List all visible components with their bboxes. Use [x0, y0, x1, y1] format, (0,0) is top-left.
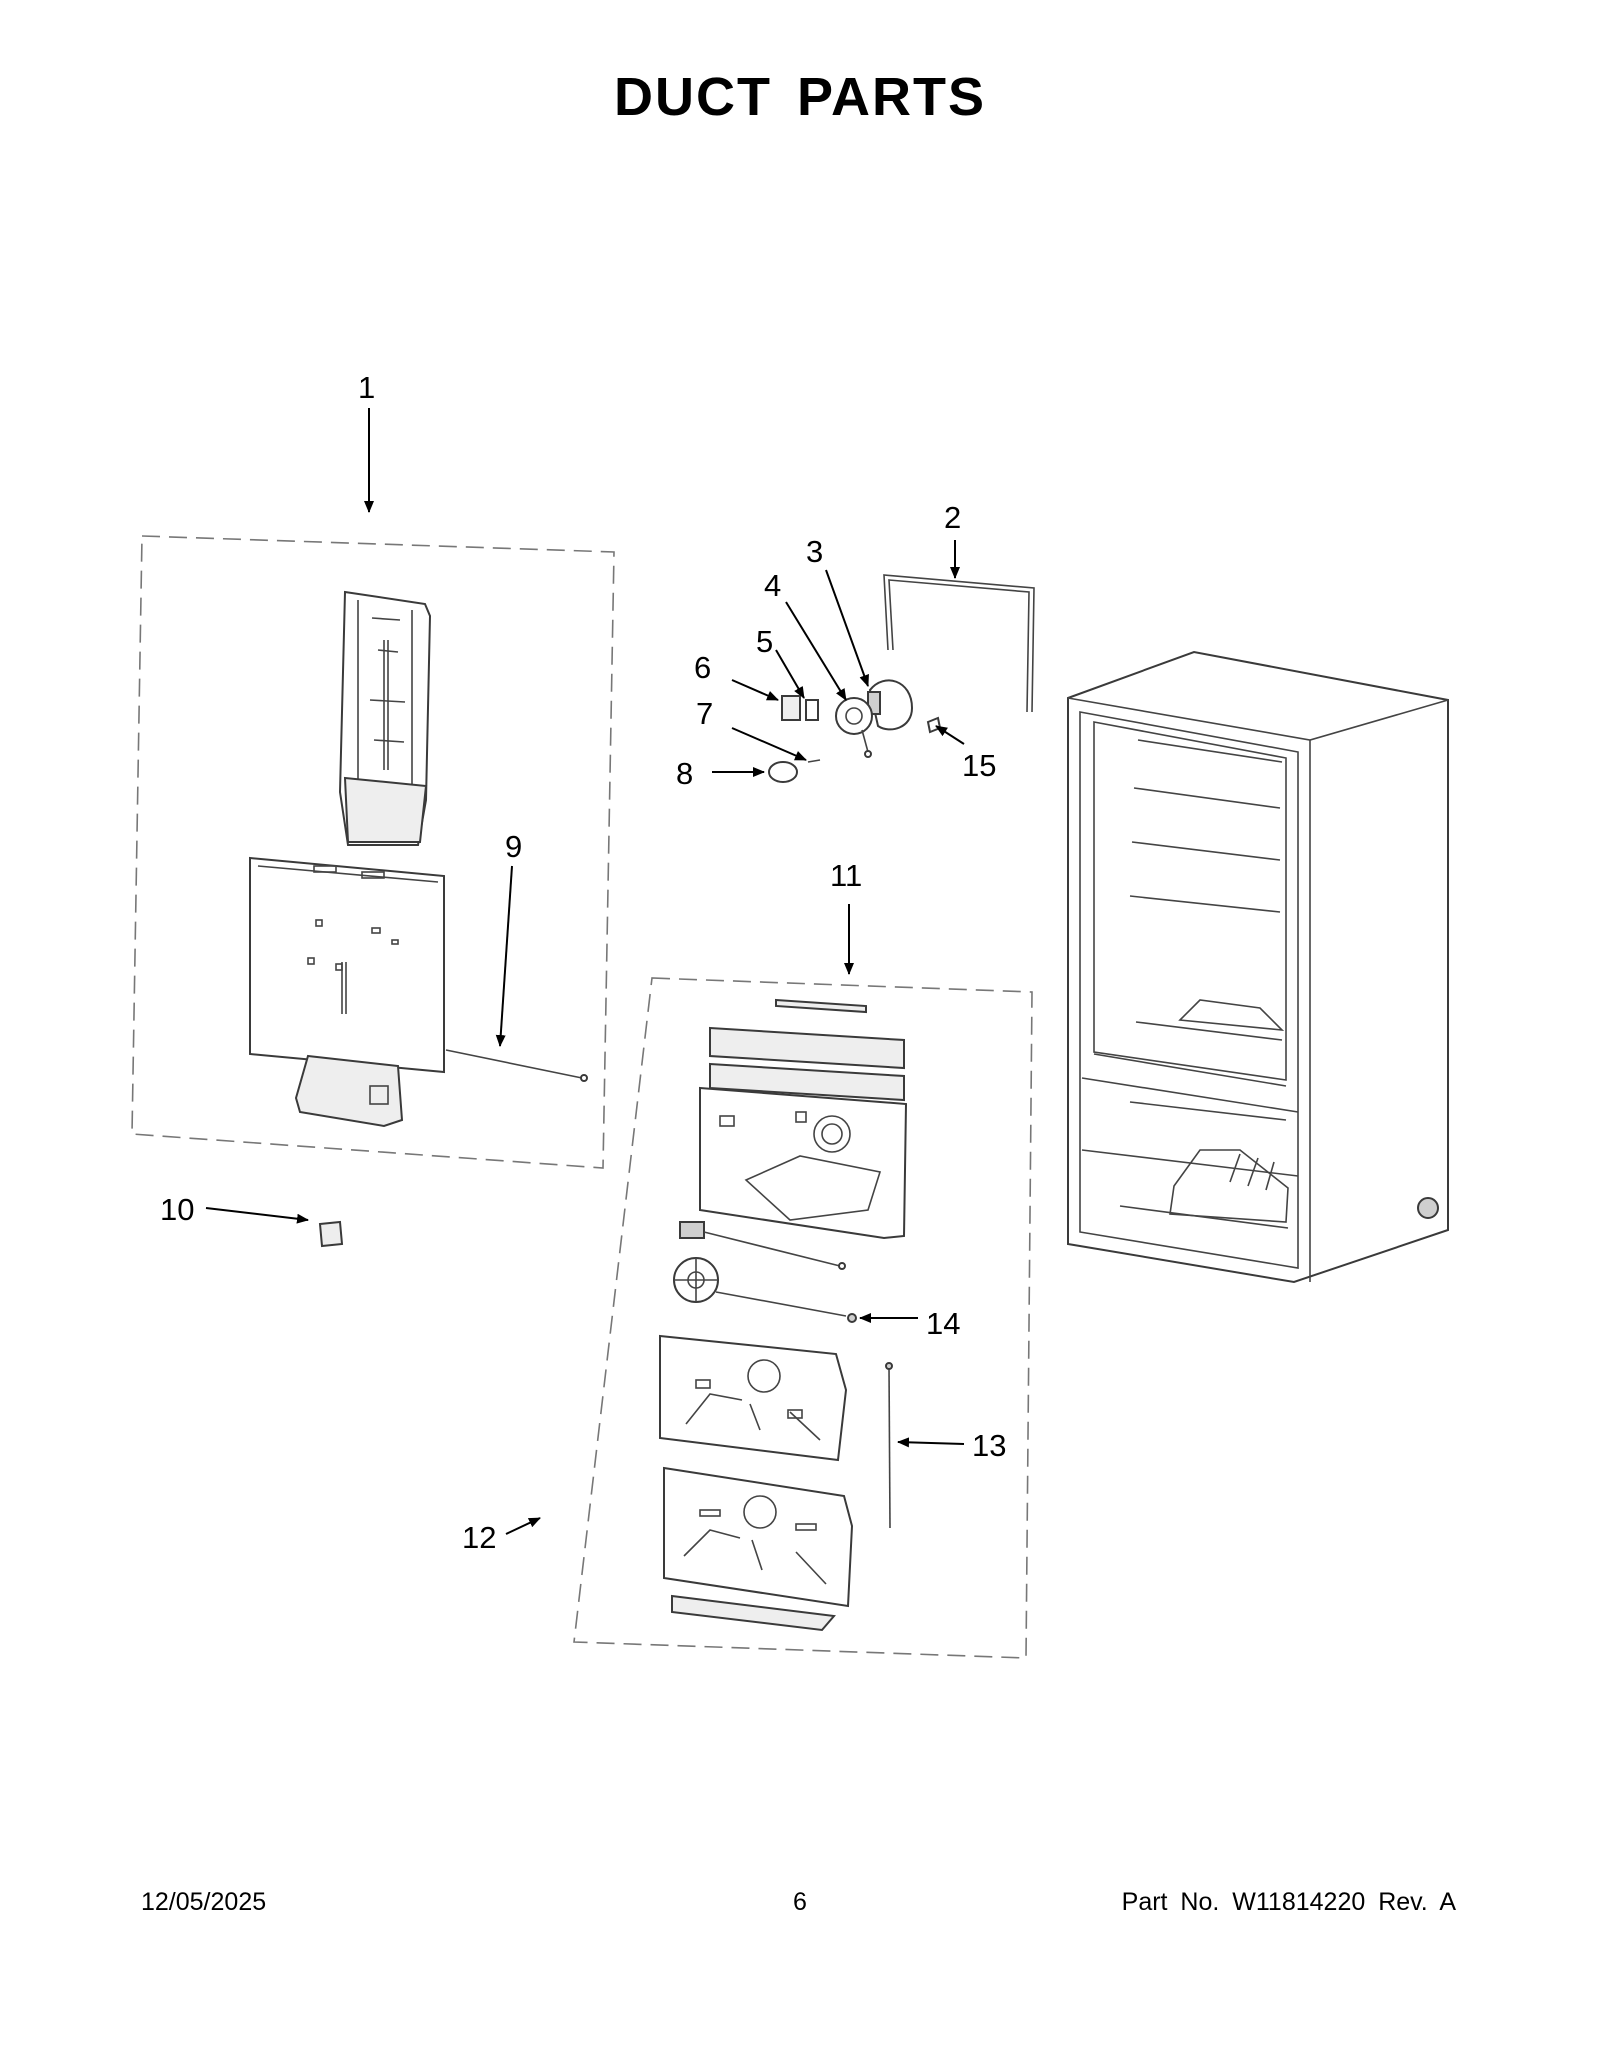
- page-title: DUCT PARTS: [614, 67, 986, 127]
- fan-housing-part-3: [867, 679, 914, 731]
- callout-2: 2: [944, 500, 961, 535]
- refrigerator-cabinet: [1067, 650, 1449, 1284]
- callout-15: 15: [962, 748, 996, 783]
- callout-4: 4: [764, 568, 781, 603]
- callout-13: 13: [972, 1428, 1006, 1463]
- callout-1: 1: [358, 370, 375, 405]
- rear-duct-panel-part-12: [663, 1466, 854, 1632]
- gasket-part-5: [805, 699, 819, 721]
- duct-panel-part: [249, 856, 445, 1128]
- footer-date: 12/05/2025: [141, 1888, 267, 1916]
- callout-9: 9: [505, 829, 522, 864]
- callout-3: 3: [806, 534, 823, 569]
- callout-5: 5: [756, 624, 773, 659]
- grommet-part-8: [768, 761, 798, 783]
- callout-7: 7: [696, 696, 713, 731]
- assembly-11-boundary: [573, 977, 1033, 1659]
- screw-part-7: [807, 759, 821, 763]
- callout-6: 6: [694, 650, 711, 685]
- seal-part-6: [781, 695, 801, 721]
- small-pad-part-10: [318, 1220, 344, 1248]
- callout-14: 14: [926, 1306, 960, 1341]
- callout-10: 10: [160, 1192, 194, 1227]
- screw-part-15: [926, 716, 942, 734]
- leader-lines: [205, 408, 965, 1535]
- wire-harness-part-9: [445, 1049, 588, 1082]
- callout-11: 11: [830, 858, 862, 893]
- fan-motor-part-4: [835, 697, 873, 758]
- footer-page-number: 6: [793, 1888, 807, 1916]
- heater-rod-part-13: [885, 1362, 893, 1529]
- footer-part-number: Part No. W11814220 Rev. A: [1121, 1888, 1456, 1916]
- fan-assembly-part-14: [673, 1257, 857, 1323]
- duct-cover-assembly-part-11: [679, 998, 908, 1270]
- callout-12: 12: [462, 1520, 496, 1555]
- evaporator-cover-part: [659, 1334, 848, 1462]
- upper-duct-part: [338, 590, 432, 846]
- assembly-1-boundary: [131, 535, 615, 1169]
- callout-8: 8: [676, 756, 693, 791]
- heater-loop-part-2: [883, 574, 1035, 713]
